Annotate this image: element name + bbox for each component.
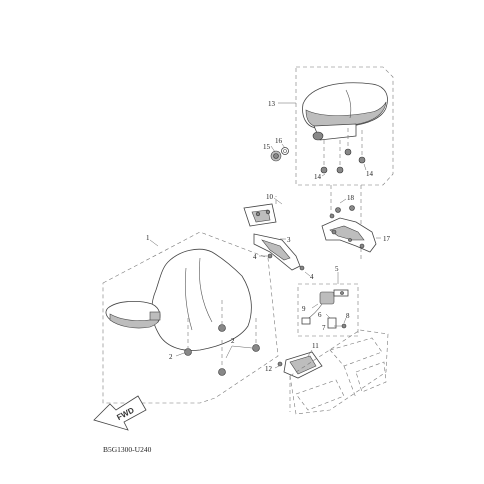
seat-lock-bracket-group (321, 185, 381, 260)
nut (336, 166, 344, 174)
bolt (299, 265, 305, 271)
bolt (335, 207, 341, 213)
callout-9: 9 (302, 305, 306, 313)
callout-1: 1 (146, 234, 150, 242)
damper (218, 368, 226, 376)
callout-16: 16 (275, 137, 283, 145)
nut (344, 148, 352, 156)
bolt (277, 361, 283, 367)
rider-seat (105, 248, 252, 351)
screw (341, 323, 347, 329)
damper (218, 324, 226, 332)
battery-tray-group (274, 349, 323, 379)
callout-18: 18 (347, 194, 355, 202)
passenger-seat (302, 82, 388, 141)
lock-body (319, 289, 349, 305)
damper (184, 348, 192, 356)
bolt (267, 253, 273, 259)
callout-3: 3 (287, 236, 291, 244)
callout-6: 6 (318, 311, 322, 319)
callout-15: 15 (263, 143, 271, 151)
nut (358, 156, 366, 164)
lock-washer (281, 147, 289, 155)
callout-14: 14 (366, 170, 374, 178)
callout-11: 11 (312, 342, 319, 350)
group-13-boundary (295, 66, 394, 186)
callout-12: 12 (265, 365, 273, 373)
lock-cable (301, 303, 323, 325)
callout-5: 5 (335, 265, 339, 273)
callout-7: 7 (322, 324, 326, 332)
group-5-boundary (297, 283, 359, 337)
callout-10: 10 (266, 193, 274, 201)
figure-code: B5G1300-U240 (103, 445, 152, 454)
lock-assembly-group (297, 272, 359, 337)
bolt (329, 213, 335, 219)
bolt (349, 205, 355, 211)
group-1-boundary (102, 231, 279, 404)
callout-13: 13 (268, 100, 276, 108)
callout-2: 2 (231, 337, 235, 345)
callout-14: 14 (314, 173, 322, 181)
passenger-seat-group (270, 66, 394, 186)
seat-lock-cylinder (270, 150, 282, 162)
damper (252, 344, 260, 352)
callout-4: 4 (310, 273, 314, 281)
bracket-piece (327, 317, 337, 329)
callout-2: 2 (169, 353, 173, 361)
seat-bracket-group (243, 196, 311, 277)
callout-17: 17 (383, 235, 391, 243)
callout-8: 8 (346, 312, 350, 320)
callout-4: 4 (253, 253, 257, 261)
rider-seat-group (102, 231, 279, 404)
forward-direction-arrow: FWD (93, 395, 147, 431)
rear-frame (289, 329, 389, 415)
nut (320, 166, 328, 174)
